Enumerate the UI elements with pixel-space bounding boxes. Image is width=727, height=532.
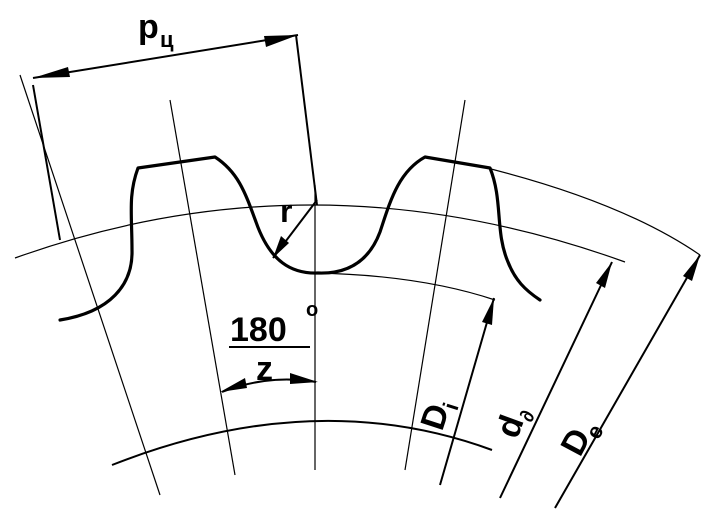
dd-leader: [499, 261, 613, 499]
di-label-group: D i: [413, 399, 463, 434]
de-leader: [554, 254, 701, 509]
tooth-profile: [58, 155, 542, 322]
pitch-dimension: [32, 34, 318, 241]
radius-label: r: [280, 193, 292, 229]
di-leader: [439, 297, 495, 486]
outer-circle-arc: [474, 164, 701, 256]
angle-degree-mark: o: [306, 299, 318, 321]
pitch-subscript: ц: [160, 27, 174, 52]
angle-dimension: [220, 346, 318, 393]
pitch-label: p: [138, 8, 159, 46]
root-circle-arc: [314, 272, 496, 301]
pitch-circle-arc: [14, 204, 626, 263]
inner-circle-arc: [111, 419, 493, 466]
angle-denominator: z: [256, 350, 273, 388]
de-label-group: D e: [554, 420, 609, 461]
radial-center-lines: [19, 74, 466, 496]
dd-label-group: d ∂: [489, 408, 540, 443]
radius-leader: [272, 199, 318, 259]
angle-numerator: 180: [230, 311, 287, 349]
